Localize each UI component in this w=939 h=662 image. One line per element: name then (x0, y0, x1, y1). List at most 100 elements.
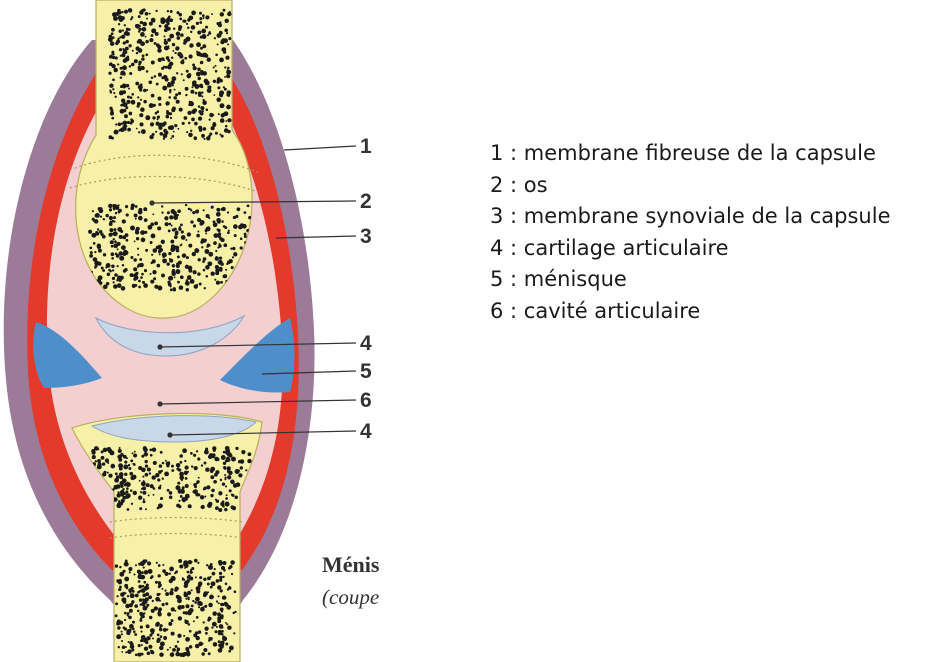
spongy-bone-speck (150, 484, 154, 488)
spongy-bone-speck (226, 74, 230, 78)
spongy-bone-speck (122, 84, 127, 89)
spongy-bone-speck (150, 273, 152, 275)
spongy-bone-speck (151, 34, 154, 37)
spongy-bone-speck (168, 230, 171, 233)
spongy-bone-speck (172, 228, 175, 231)
spongy-bone-speck (206, 485, 210, 489)
spongy-bone-speck (89, 247, 92, 250)
spongy-bone-speck (220, 281, 223, 284)
spongy-bone-speck (122, 48, 124, 50)
spongy-bone-speck (201, 238, 205, 242)
spongy-bone-speck (152, 448, 156, 452)
spongy-bone-speck (171, 465, 174, 468)
spongy-bone-speck (111, 245, 114, 248)
spongy-bone-speck (208, 637, 212, 641)
spongy-bone-speck (178, 228, 181, 231)
spongy-bone-speck (167, 10, 169, 12)
spongy-bone-speck (202, 71, 207, 76)
spongy-bone-speck (118, 204, 120, 206)
spongy-bone-speck (101, 450, 104, 453)
spongy-bone-speck (143, 612, 145, 614)
spongy-bone-speck (177, 598, 182, 603)
spongy-bone-speck (213, 66, 215, 68)
spongy-bone-speck (247, 205, 249, 207)
spongy-bone-speck (167, 281, 170, 284)
spongy-bone-speck (117, 38, 119, 40)
spongy-bone-speck (139, 113, 143, 117)
spongy-bone-speck (154, 75, 157, 78)
spongy-bone-speck (145, 597, 149, 601)
spongy-bone-speck (164, 41, 168, 45)
spongy-bone-speck (123, 41, 126, 44)
spongy-bone-speck (142, 54, 145, 57)
spongy-bone-speck (144, 218, 148, 222)
joint-diagram: 1 2 3 4 5 6 4 Ménis (coupe (0, 0, 400, 662)
spongy-bone-speck (208, 617, 212, 621)
spongy-bone-speck (219, 267, 223, 271)
spongy-bone-speck (187, 111, 191, 115)
spongy-bone-speck (144, 452, 149, 457)
spongy-bone-speck (158, 103, 161, 106)
spongy-bone-speck (157, 478, 160, 481)
spongy-bone-speck (218, 602, 220, 604)
spongy-bone-speck (132, 284, 136, 288)
spongy-bone-speck (140, 41, 145, 46)
spongy-bone-speck (106, 214, 109, 217)
spongy-bone-speck (164, 472, 169, 477)
spongy-bone-speck (115, 472, 118, 475)
spongy-bone-speck (185, 204, 187, 206)
spongy-bone-speck (179, 18, 182, 21)
spongy-bone-speck (203, 648, 207, 652)
spongy-bone-speck (175, 93, 178, 96)
spongy-bone-speck (130, 489, 133, 492)
spongy-bone-speck (162, 462, 165, 465)
spongy-bone-speck (203, 257, 207, 261)
spongy-bone-speck (215, 250, 217, 252)
spongy-bone-speck (170, 652, 175, 657)
spongy-bone-speck (141, 66, 145, 70)
spongy-bone-speck (167, 649, 169, 651)
spongy-bone-speck (193, 454, 196, 457)
spongy-bone-speck (140, 21, 143, 24)
spongy-bone-speck (217, 585, 221, 589)
spongy-bone-speck (176, 264, 180, 268)
spongy-bone-speck (208, 261, 213, 266)
spongy-bone-speck (96, 232, 100, 236)
spongy-bone-speck (205, 632, 208, 635)
spongy-bone-speck (229, 587, 232, 590)
spongy-bone-speck (240, 459, 244, 463)
spongy-bone-speck (234, 611, 236, 613)
spongy-bone-speck (222, 595, 226, 599)
spongy-bone-speck (205, 448, 208, 451)
spongy-bone-speck (168, 622, 172, 626)
spongy-bone-speck (138, 580, 141, 583)
spongy-bone-speck (142, 27, 147, 32)
spongy-bone-speck (116, 595, 118, 597)
spongy-bone-speck (168, 461, 170, 463)
spongy-bone-speck (204, 627, 208, 631)
spongy-bone-speck (131, 16, 133, 18)
spongy-bone-speck (170, 588, 173, 591)
spongy-bone-speck (184, 57, 187, 60)
spongy-bone-speck (171, 108, 175, 112)
spongy-bone-speck (197, 272, 200, 275)
spongy-bone-speck (179, 472, 184, 477)
spongy-bone-speck (125, 651, 127, 653)
spongy-bone-speck (177, 648, 181, 652)
spongy-bone-speck (130, 226, 135, 231)
spongy-bone-speck (247, 459, 251, 463)
spongy-bone-speck (120, 276, 124, 280)
spongy-bone-speck (193, 633, 197, 637)
spongy-bone-speck (129, 112, 133, 116)
spongy-bone-speck (118, 458, 122, 462)
spongy-bone-speck (169, 567, 174, 572)
spongy-bone-speck (129, 72, 132, 75)
spongy-bone-speck (124, 461, 127, 464)
spongy-bone-speck (211, 206, 214, 209)
spongy-bone-speck (119, 256, 124, 261)
figure-caption-title: Ménis (322, 552, 380, 577)
spongy-bone-speck (216, 218, 221, 223)
spongy-bone-speck (196, 616, 199, 619)
spongy-bone-speck (94, 251, 96, 253)
spongy-bone-speck (203, 17, 205, 19)
